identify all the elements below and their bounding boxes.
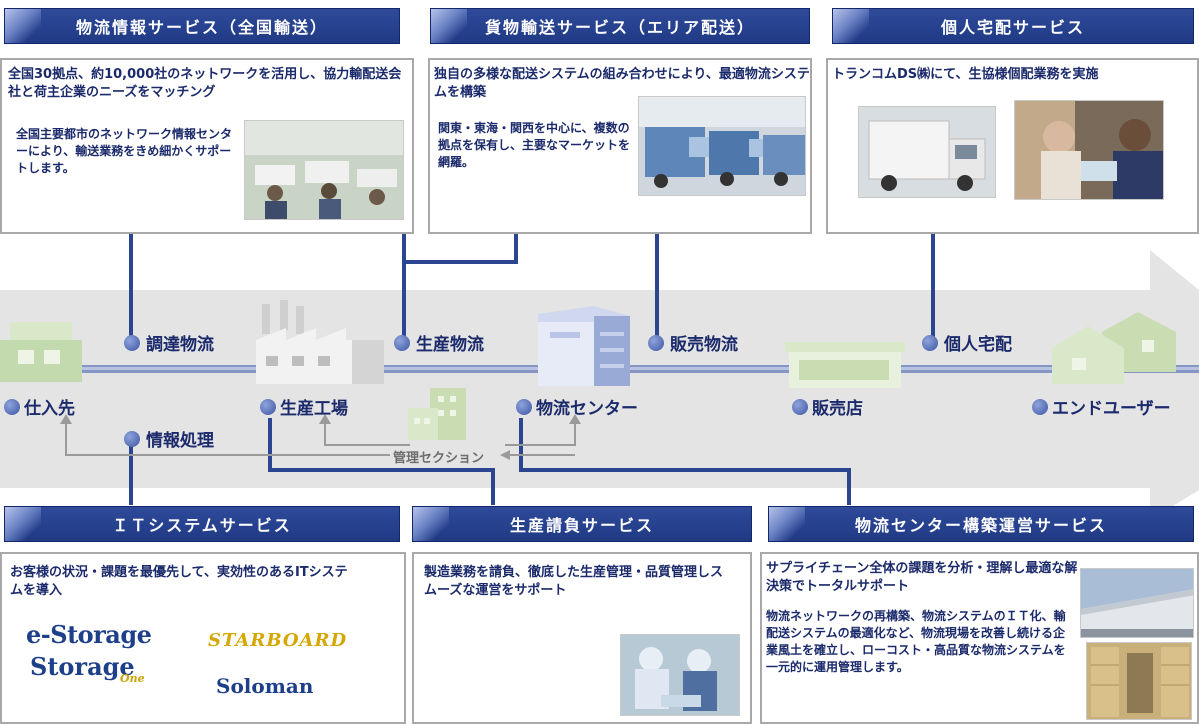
soloman-logo: Soloman: [216, 674, 314, 698]
node-end-user: エンドユーザー: [1032, 394, 1171, 419]
panel-home-delivery: トランコムDS㈱にて、生協様個配業務を実施: [826, 58, 1199, 234]
flow-label-sales: 販売物流: [648, 330, 738, 355]
flow-label-home-delivery: 個人宅配: [922, 330, 1012, 355]
management-section-label: 管理セクション: [390, 447, 488, 466]
house-icon: [1052, 312, 1176, 384]
panel-production-contract: 製造業務を請負、徹底した生産管理・品質管理しスムーズな運営をサポート: [412, 552, 752, 724]
management-building-icon: [408, 388, 466, 440]
panel-lead-text: お客様の状況・課題を最優先して、実効性のあるITシステムを導入: [10, 565, 348, 598]
flow-label-production: 生産物流: [394, 330, 484, 355]
panel-it-system: お客様の状況・課題を最優先して、実効性のあるITシステムを導入 e-Storag…: [0, 552, 406, 724]
flow-label-procurement: 調達物流: [124, 330, 214, 355]
panel-sub-text: 関東・東海・関西を中心に、複数の拠点を保有し、主要なマーケットを網羅。: [438, 121, 631, 169]
panel-title-logistics-info: 物流情報サービス（全国輸送）: [4, 8, 400, 44]
panel-sub-text: 物流ネットワークの再構築、物流システムのＩＴ化、輸配送システムの最適化など、物流…: [766, 609, 1066, 674]
bullet-icon: [792, 398, 808, 415]
bullet-icon: [4, 398, 20, 415]
office-photo: [244, 120, 404, 220]
storage-one-logo-suffix: One: [120, 672, 145, 685]
panel-logistics-info: 全国30拠点、約10,000社のネットワークを活用し、協力輸配送会社と荷主企業の…: [0, 58, 414, 234]
bullet-icon: [124, 334, 140, 351]
panel-lead-text: 製造業務を請負、徹底した生産管理・品質管理しスムーズな運営をサポート: [424, 565, 724, 598]
storage-one-logo: Storage: [30, 652, 135, 681]
panel-sub-text: 全国主要都市のネットワーク情報センターにより、輸送業務をきめ細かくサポートします…: [16, 127, 233, 175]
node-factory: 生産工場: [260, 394, 348, 419]
panel-title-distribution-center-operation: 物流センター構築運営サービス: [768, 506, 1194, 542]
panel-lead-text: 全国30拠点、約10,000社のネットワークを活用し、協力輸配送会社と荷主企業の…: [8, 67, 402, 100]
panel-title-home-delivery: 個人宅配サービス: [832, 8, 1194, 44]
bullet-icon: [516, 398, 532, 415]
bullet-icon: [260, 398, 276, 415]
factory-workers-photo: [620, 634, 740, 716]
panel-distribution-center-operation: サプライチェーン全体の課題を分析・理解し最適な解決策でトータルサポート 物流ネッ…: [760, 552, 1199, 724]
delivery-truck-photo: [858, 106, 996, 198]
bullet-icon: [1032, 398, 1048, 415]
bullet-icon: [922, 334, 938, 351]
panel-title-freight: 貨物輸送サービス（エリア配送）: [430, 8, 810, 44]
delivery-person-photo: [1014, 100, 1164, 200]
panel-lead-text: 独自の多様な配送システムの組み合わせにより、最適物流システムを構築: [434, 67, 810, 100]
warehouse-exterior-photo: [1080, 568, 1194, 638]
bullet-icon: [124, 430, 140, 447]
bullet-icon: [394, 334, 410, 351]
node-distribution-center: 物流センター: [516, 394, 638, 419]
panel-title-it-system: ＩＴシステムサービス: [4, 506, 400, 542]
node-store: 販売店: [792, 394, 863, 419]
panel-title-production-contract: 生産請負サービス: [412, 506, 752, 542]
node-supplier: 仕入先: [4, 394, 75, 419]
warehouse-interior-photo: [1086, 642, 1192, 720]
bullet-icon: [648, 334, 664, 351]
store-icon: [785, 342, 905, 388]
starboard-logo: STARBOARD: [208, 630, 348, 651]
factory-icon: [256, 300, 384, 384]
flow-label-information: 情報処理: [124, 426, 214, 451]
trucks-photo: [638, 96, 806, 196]
distribution-center-icon: [538, 306, 630, 386]
panel-lead-text: サプライチェーン全体の課題を分析・理解し最適な解決策でトータルサポート: [766, 561, 1078, 594]
panel-freight: 独自の多様な配送システムの組み合わせにより、最適物流システムを構築 関東・東海・…: [428, 58, 812, 234]
panel-lead-text: トランコムDS㈱にて、生協様個配業務を実施: [832, 67, 1099, 82]
supplier-building-icon: [0, 322, 82, 382]
e-storage-logo: e-Storage: [26, 620, 152, 649]
